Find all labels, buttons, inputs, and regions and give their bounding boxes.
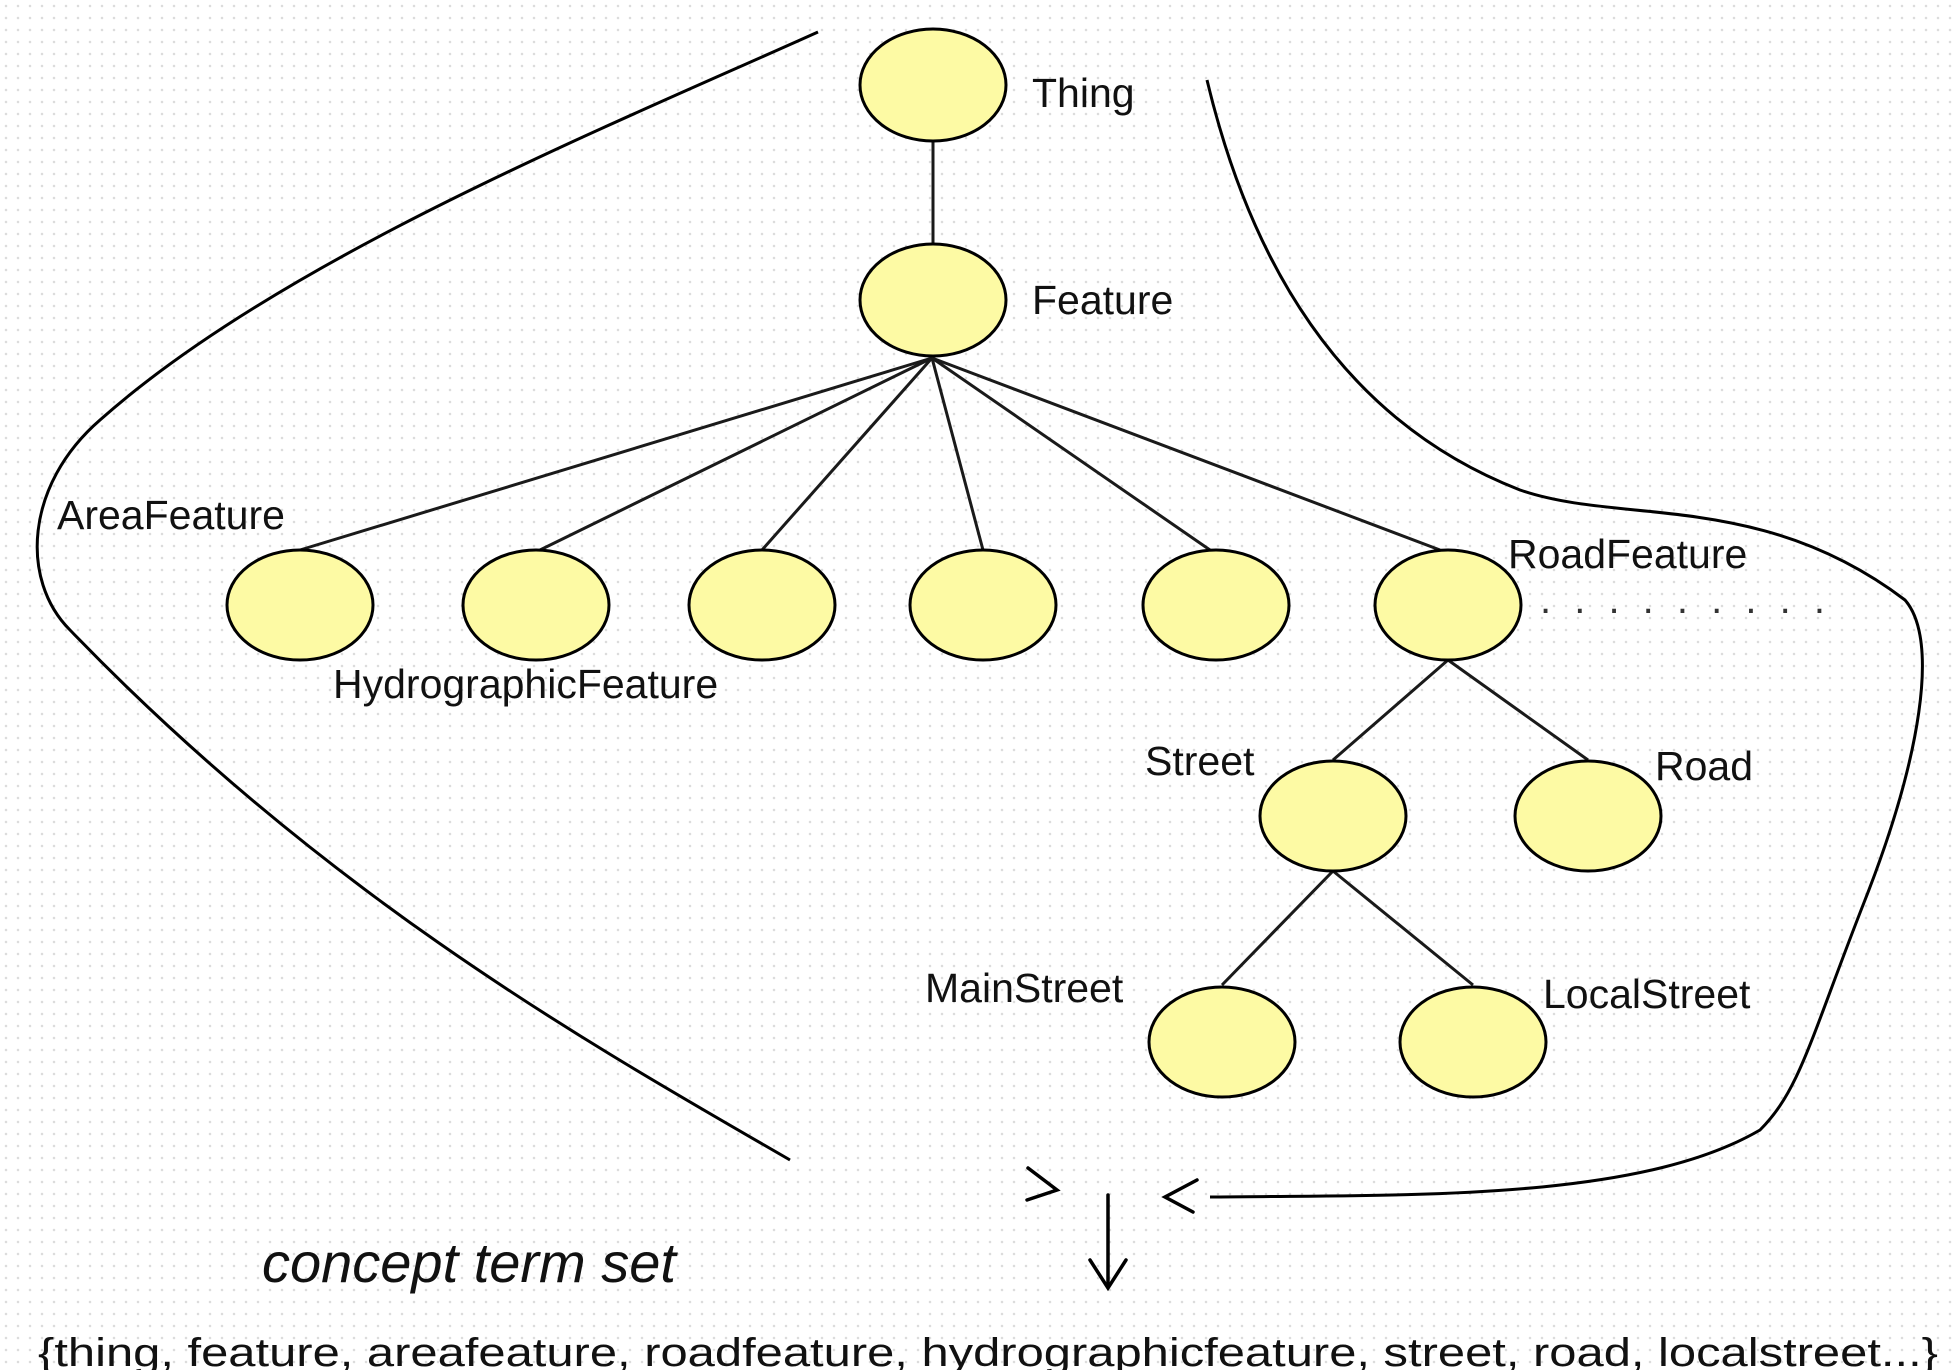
edge-roadfeature-street (1332, 658, 1449, 762)
edge-feature-areafeature (299, 356, 933, 552)
node-unlabeled-5 (1141, 548, 1291, 662)
node-mainstreet (1147, 985, 1297, 1099)
left-bracket-curve (35, 30, 819, 1162)
node-unlabeled-4 (908, 548, 1058, 662)
tree-nodes (225, 27, 1663, 1099)
node-unlabeled-3 (687, 548, 837, 662)
node-areafeature (225, 548, 375, 662)
right-arrowhead (1161, 1178, 1199, 1214)
label-street: Street (1145, 738, 1255, 784)
node-localstreet (1398, 985, 1548, 1099)
node-thing (858, 27, 1008, 143)
edge-feature-node5 (931, 356, 1211, 552)
label-hydrographicfeature: HydrographicFeature (333, 661, 718, 707)
label-mainstreet: MainStreet (925, 965, 1124, 1011)
edge-street-localstreet (1332, 869, 1474, 987)
label-areafeature: AreaFeature (57, 492, 285, 538)
left-arrowhead (1025, 1166, 1061, 1202)
edge-feature-node4 (930, 357, 985, 551)
tree-edges (299, 141, 1589, 987)
node-roadfeature (1373, 548, 1523, 662)
edge-street-mainstreet (1220, 869, 1335, 987)
edge-roadfeature-road (1447, 658, 1589, 762)
edge-feature-hydrographicfeature (539, 356, 933, 552)
edge-feature-roadfeature (931, 356, 1441, 552)
label-feature: Feature (1032, 277, 1173, 323)
node-street (1258, 759, 1408, 873)
concept-term-set-list: {thing, feature, areafeature, roadfeatur… (38, 1331, 1938, 1370)
label-roadfeature: RoadFeature (1508, 531, 1747, 577)
node-hydrographicfeature (461, 548, 611, 662)
edge-feature-node3 (760, 357, 934, 551)
ellipsis-more-children: . . . . . . . . . (1540, 578, 1831, 622)
label-road: Road (1655, 743, 1753, 789)
label-localstreet: LocalStreet (1543, 971, 1751, 1017)
node-labels: Thing Feature AreaFeature HydrographicFe… (57, 70, 1831, 1017)
label-thing: Thing (1032, 70, 1135, 116)
down-arrow (1088, 1193, 1128, 1292)
right-bracket-curve (1205, 79, 1924, 1199)
node-road (1513, 759, 1663, 873)
caption-concept-term-set: concept term set (262, 1231, 678, 1294)
node-feature (858, 242, 1008, 358)
down-arrowhead (1088, 1258, 1128, 1292)
